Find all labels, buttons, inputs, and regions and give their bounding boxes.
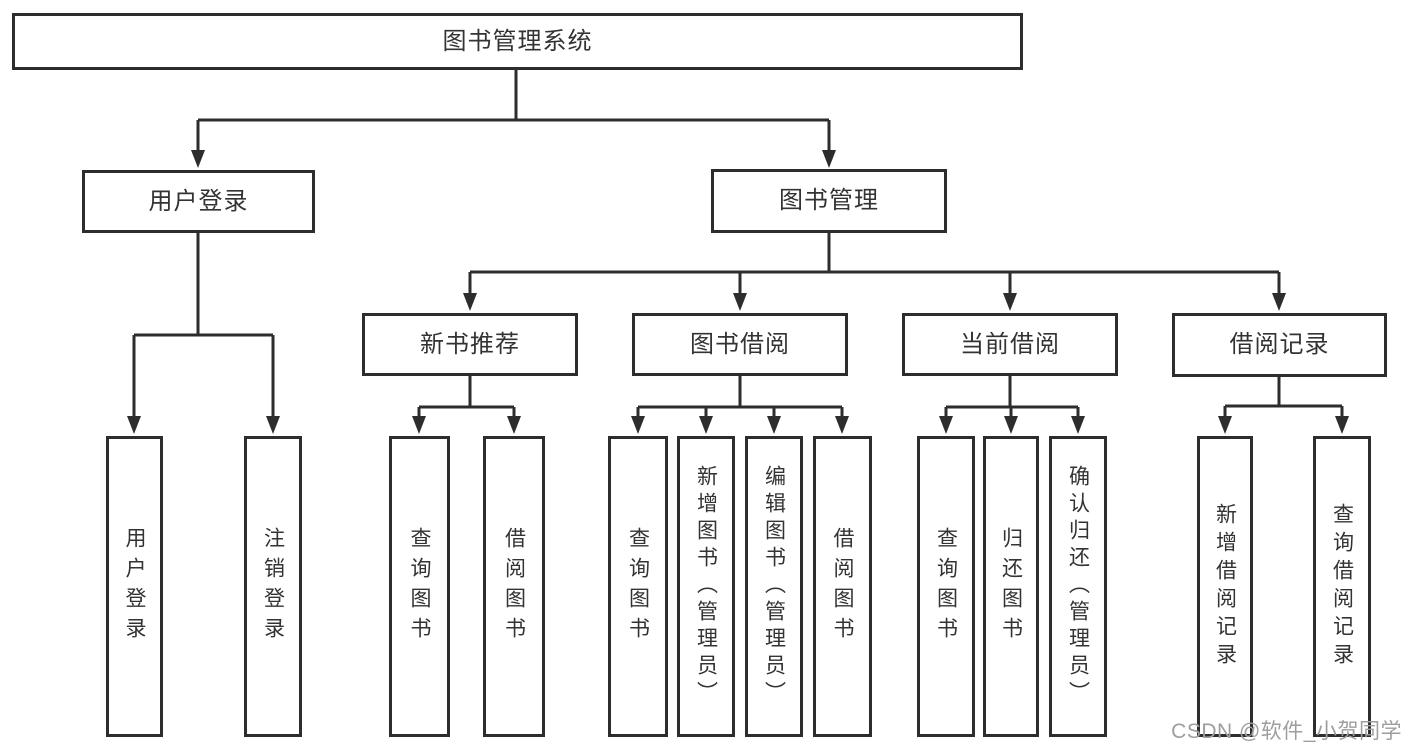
node-leaf-add-books-admin: 新增图书（管理员） <box>677 436 735 737</box>
node-leaf-user-login: 用户登录 <box>106 436 163 737</box>
node-leaf-add-borrow-record: 新增借阅记录 <box>1197 436 1253 737</box>
node-leaf-confirm-return-admin: 确认归还（管理员） <box>1049 436 1107 737</box>
node-leaf-edit-books-admin: 编辑图书（管理员） <box>745 436 803 737</box>
node-borrow-records: 借阅记录 <box>1172 313 1387 377</box>
node-leaf-borrow-books-2: 借阅图书 <box>813 436 872 737</box>
node-leaf-query-borrow-record: 查询借阅记录 <box>1313 436 1371 737</box>
node-book-borrow: 图书借阅 <box>632 313 848 376</box>
node-leaf-query-books-1: 查询图书 <box>389 436 450 737</box>
connector-bookmgmt-to-level2 <box>463 233 1286 311</box>
node-new-book-recommend: 新书推荐 <box>362 313 578 376</box>
node-library-management-system: 图书管理系统 <box>12 13 1023 70</box>
node-book-management: 图书管理 <box>711 169 947 233</box>
node-leaf-logout: 注销登录 <box>244 436 302 737</box>
csdn-watermark: CSDN @软件_小贺同学 <box>1171 720 1402 743</box>
node-user-login: 用户登录 <box>82 170 315 233</box>
node-leaf-return-books: 归还图书 <box>983 436 1039 737</box>
connector-borrowrecords-to-children <box>1218 377 1349 434</box>
node-leaf-query-books-2: 查询图书 <box>608 436 668 737</box>
node-leaf-query-books-3: 查询图书 <box>917 436 975 737</box>
connector-newbook-to-children <box>412 376 521 434</box>
connector-root-to-level1 <box>191 69 836 168</box>
node-leaf-borrow-books-1: 借阅图书 <box>483 436 545 737</box>
connector-userlogin-to-children <box>127 233 280 434</box>
node-current-borrow: 当前借阅 <box>902 313 1118 376</box>
connector-bookborrow-to-children <box>631 376 849 434</box>
connector-currentborrow-to-children <box>939 376 1085 434</box>
